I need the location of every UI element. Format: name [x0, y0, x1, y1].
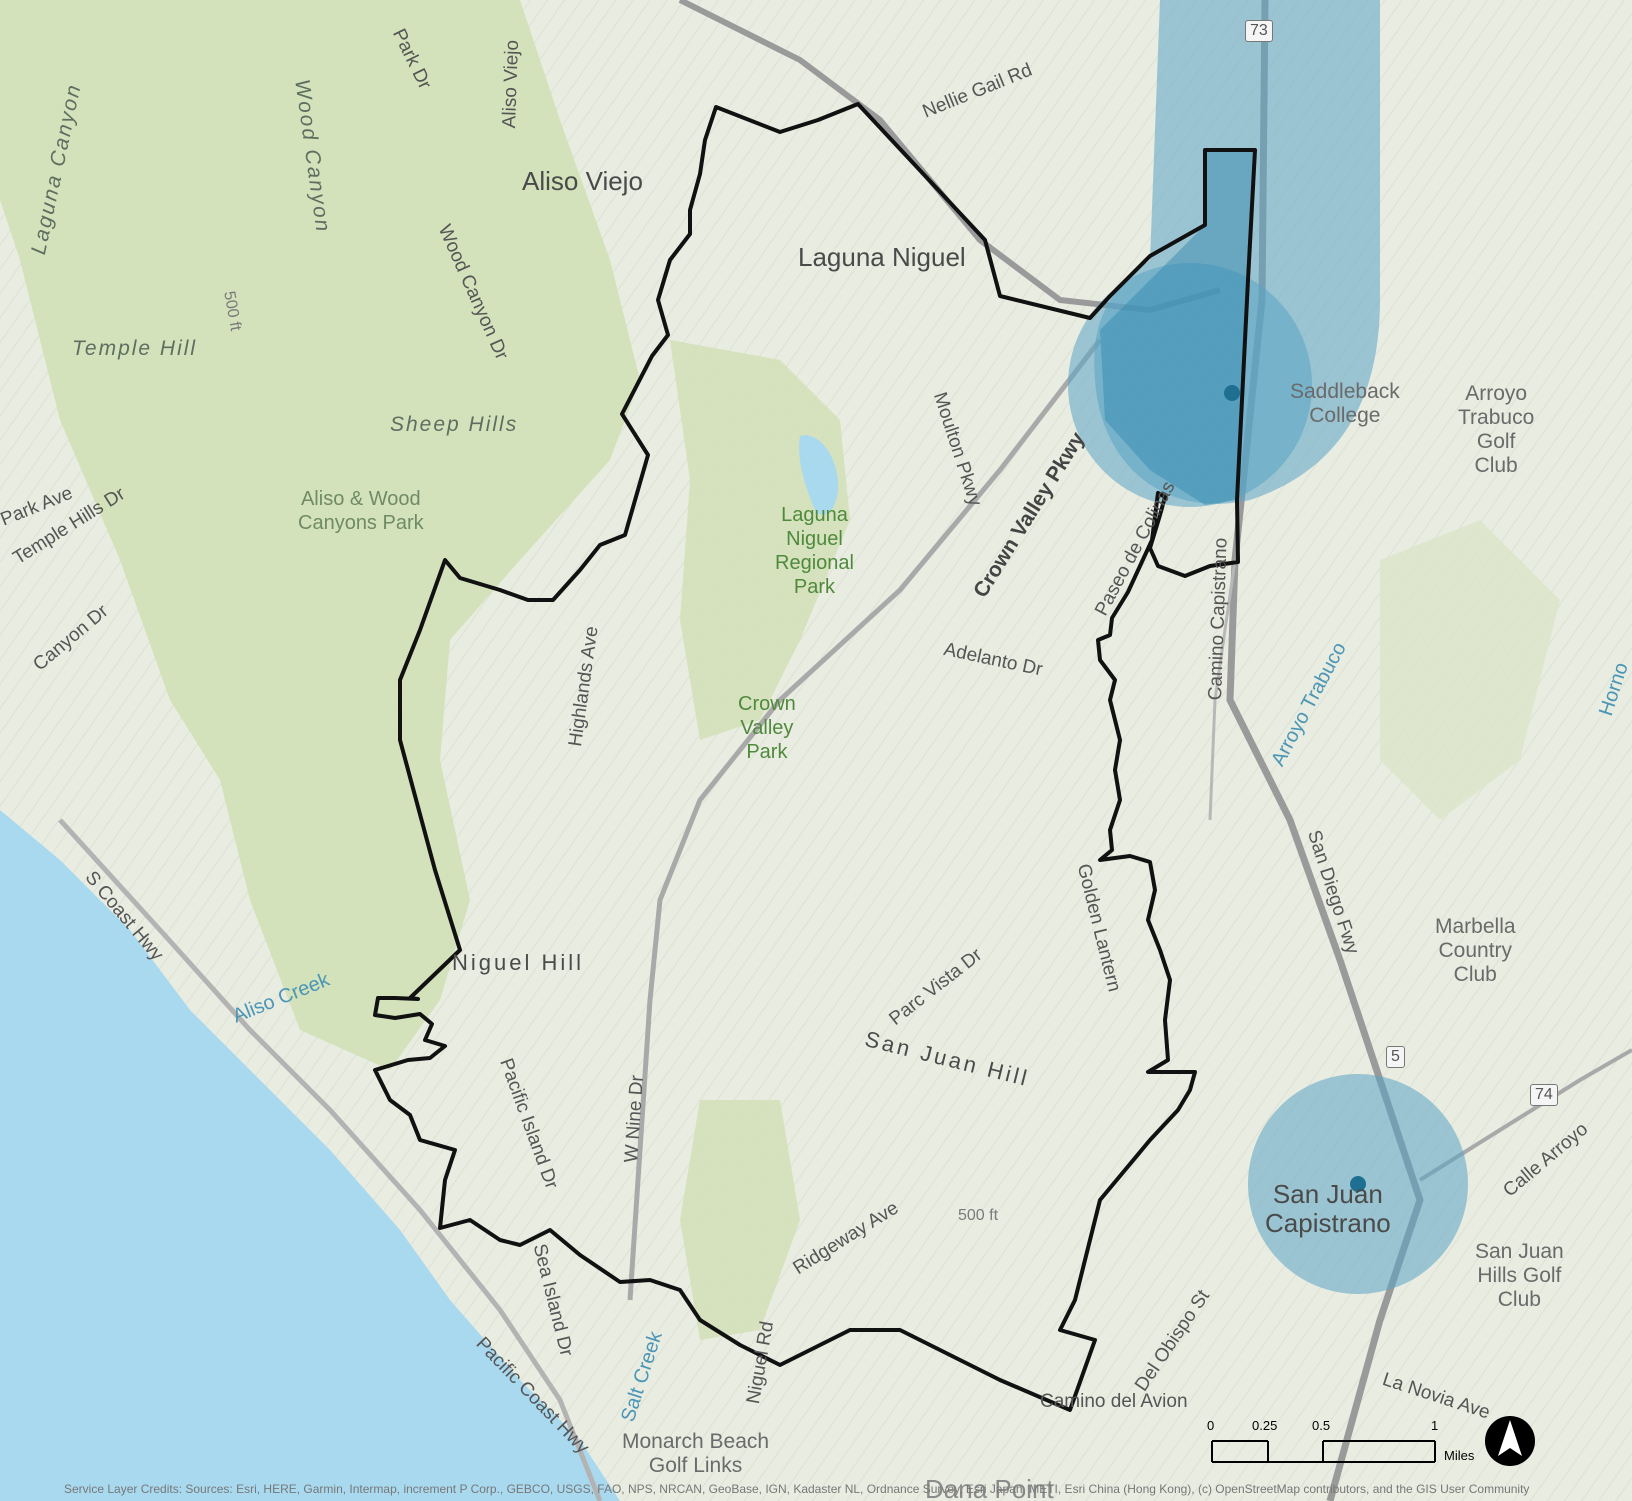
place-dana-point: Dana Point: [925, 1474, 1054, 1501]
place-laguna-niguel: Laguna Niguel: [798, 242, 966, 272]
place-marbella: Marbella Country Club: [1435, 915, 1516, 987]
road-camino-del-avion: Camino del Avion: [1040, 1391, 1188, 1412]
freeway-buffer-circle: [1068, 263, 1312, 507]
place-saddleback-college: Saddleback College: [1290, 380, 1400, 428]
buffer-center-point-north: [1224, 385, 1240, 401]
crown-valley-pkwy-line: [627, 338, 1102, 1301]
terrain-sheep-hills: Sheep Hills: [390, 413, 519, 436]
southern-park-green: [680, 1100, 800, 1340]
ocean: [0, 810, 620, 1501]
place-aliso-viejo: Aliso Viejo: [522, 166, 643, 196]
north-arrow-icon: [1485, 1416, 1535, 1466]
city-boundary: [373, 102, 1257, 1412]
place-monarch-beach: Monarch Beach Golf Links: [622, 1430, 770, 1478]
park-aliso-wood: Aliso & Wood Canyons Park: [298, 488, 424, 534]
elevation-500-east: 500 ft: [958, 1207, 999, 1224]
terrain-niguel-hill: Niguel Hill: [452, 950, 585, 975]
park-crown-valley: Crown Valley Park: [738, 693, 796, 763]
scale-bar: [1211, 1440, 1436, 1463]
arroyo-trabuco-green: [1380, 520, 1560, 820]
buffer-overlap-dark: [1100, 150, 1255, 505]
road-aliso-viejo-pkwy: Aliso Viejo: [499, 39, 524, 129]
route-73-shield-icon: 73: [1245, 20, 1273, 42]
coast-hwy-line: [58, 818, 603, 1501]
place-san-juan-hills-golf: San Juan Hills Golf Club: [1475, 1240, 1564, 1312]
attribution-text: Service Layer Credits: Sources: Esri, HE…: [64, 1482, 1530, 1496]
scale-tick-05: 0.5: [1312, 1418, 1331, 1433]
route-5-shield-icon: 5: [1386, 1046, 1405, 1068]
park-laguna-niguel-regional: Laguna Niguel Regional Park: [775, 504, 854, 598]
camino-capistrano-line: [1208, 559, 1237, 821]
terrain-temple-hill: Temple Hill: [72, 337, 198, 360]
scale-tick-025: 0.25: [1252, 1418, 1278, 1433]
laguna-niguel-lake: [799, 435, 839, 515]
scale-tick-0: 0: [1207, 1418, 1215, 1433]
aliso-wood-canyons-parkland: [0, 0, 640, 1070]
scale-tick-1: 1: [1431, 1418, 1439, 1433]
buffer-center-point-south: [1350, 1176, 1366, 1192]
route-74-shield-icon: 74: [1530, 1084, 1558, 1106]
scale-unit: Miles: [1444, 1448, 1475, 1463]
place-san-juan-capistrano: San Juan Capistrano: [1265, 1179, 1391, 1238]
place-arroyo-trabuco-golf: Arroyo Trabuco Golf Club: [1458, 382, 1535, 478]
